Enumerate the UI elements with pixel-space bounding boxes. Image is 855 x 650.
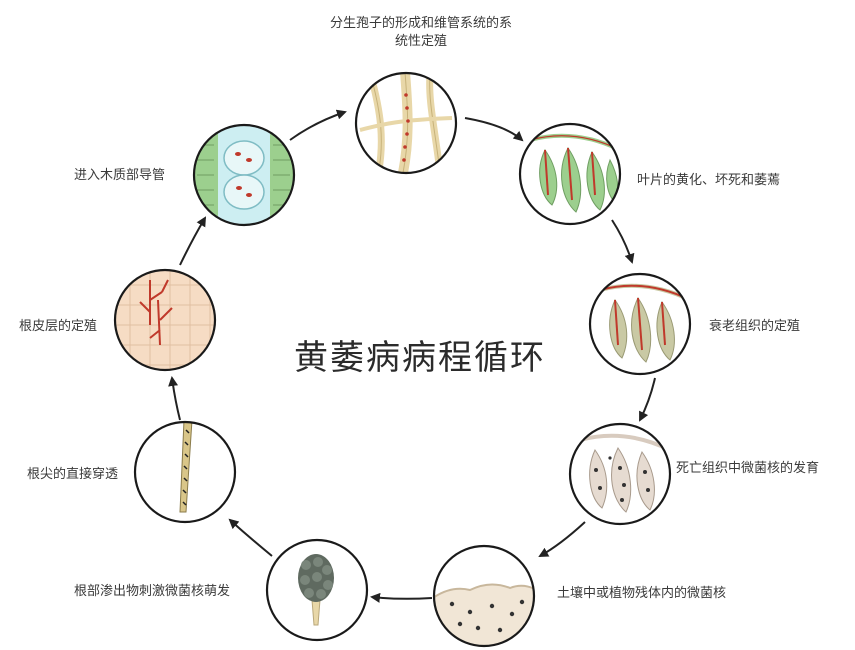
stage-7-label: 根尖的直接穿透 [27,467,119,482]
stage-5-soil-microsclerotia [432,544,536,648]
stage-9-xylem-entry [192,123,296,227]
stage-1-label-line-2: 统性定殖 [394,34,447,49]
stage-6-germination [265,538,369,642]
stage-2-leaf-yellowing [518,122,622,226]
stage-1-vascular-colonization [354,71,458,175]
arrow-5-to-6 [370,592,433,603]
stage-9-label: 进入木质部导管 [74,168,166,183]
stage-1-label-line-1: 分生孢子的形成和维管系统的系 [329,16,512,31]
stage-4-microsclerotia-development [568,422,672,526]
stage-5-label: 土壤中或植物残体内的微菌核 [557,586,727,601]
arrow-3-to-4 [639,377,656,422]
arrow-6-to-7 [228,518,273,557]
arrow-2-to-3 [611,219,635,264]
stage-6-label: 根部渗出物刺激微菌核萌发 [74,584,231,599]
stage-2-label: 叶片的黄化、坏死和萎蔫 [637,173,781,188]
stage-4-label: 死亡组织中微菌核的发育 [676,461,820,476]
stage-7-root-tip-penetration [133,420,237,524]
arrow-8-to-9 [179,216,207,266]
stage-8-label: 根皮层的定殖 [19,319,98,334]
arrow-1-to-2 [464,117,524,142]
arrow-4-to-5 [538,521,586,557]
stage-1-label: 分生孢子的形成和维管系统的系 统性定殖 [306,15,536,51]
arrow-7-to-8 [168,376,181,421]
stage-3-senescent-tissue [588,272,692,376]
cycle-arrows [168,109,656,603]
diagram-title: 黄萎病病程循环 [294,338,546,378]
stage-8-cortex-colonization [113,268,217,372]
arrow-9-to-1 [289,109,347,141]
stage-3-label: 衰老组织的定殖 [709,319,801,334]
